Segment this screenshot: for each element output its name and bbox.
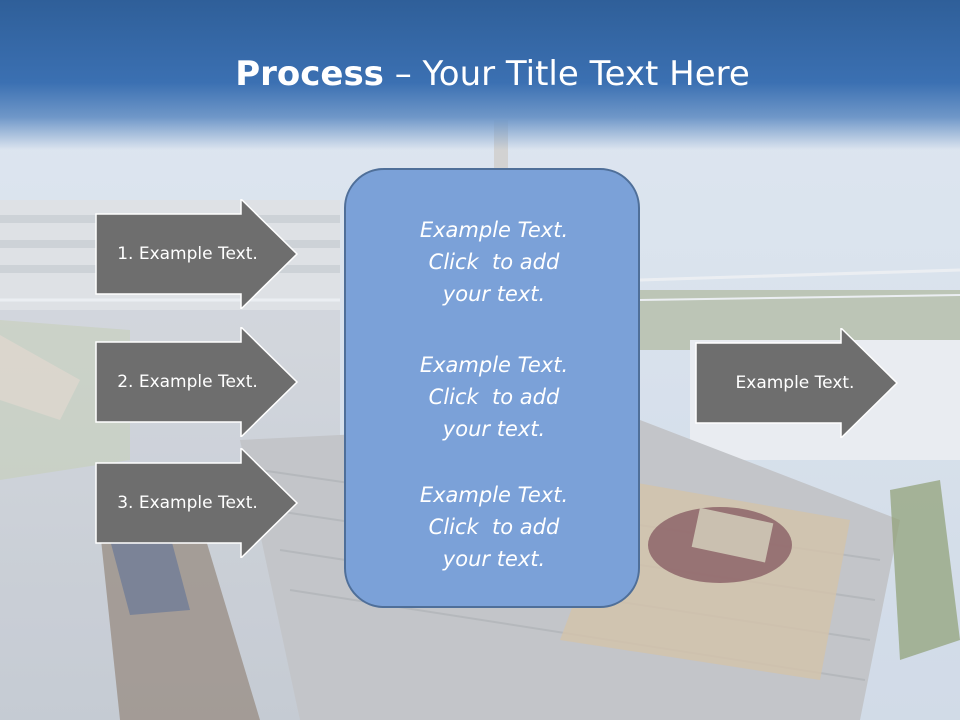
center-text-block-3: Example Text. Click to add your text.	[346, 479, 642, 575]
arrow-right-shape	[695, 328, 899, 438]
center-text-box: Example Text. Click to add your text. Ex…	[344, 168, 640, 608]
arrow-right-shape	[95, 199, 299, 309]
step-arrow-2: 2. Example Text.	[95, 327, 305, 437]
block-line: Click to add	[428, 385, 560, 409]
title-rest: – Your Title Text Here	[383, 54, 750, 94]
title-strong: Process	[235, 54, 384, 94]
step-arrow-1: 1. Example Text.	[95, 199, 305, 309]
step-label-1: 1. Example Text.	[117, 244, 258, 264]
center-text-block-1: Example Text. Click to add your text.	[346, 214, 642, 310]
block-line: Click to add	[428, 515, 560, 539]
block-line: your text.	[442, 547, 546, 571]
step-arrow-3: 3. Example Text.	[95, 448, 305, 558]
arrow-right-shape	[95, 327, 299, 437]
block-line: Example Text.	[419, 218, 569, 242]
result-arrow: Example Text.	[695, 328, 905, 438]
step-label-3: 3. Example Text.	[117, 493, 258, 513]
block-line: Example Text.	[419, 483, 569, 507]
block-line: Click to add	[428, 250, 560, 274]
step-label-2: 2. Example Text.	[117, 372, 258, 392]
block-line: Example Text.	[419, 353, 569, 377]
block-line: your text.	[442, 282, 546, 306]
title-bar	[0, 0, 960, 150]
slide-title: Process – Your Title Text Here	[0, 52, 960, 96]
block-line: your text.	[442, 417, 546, 441]
result-label: Example Text.	[735, 373, 855, 393]
arrow-right-shape	[95, 448, 299, 558]
center-text-block-2: Example Text. Click to add your text.	[346, 349, 642, 445]
